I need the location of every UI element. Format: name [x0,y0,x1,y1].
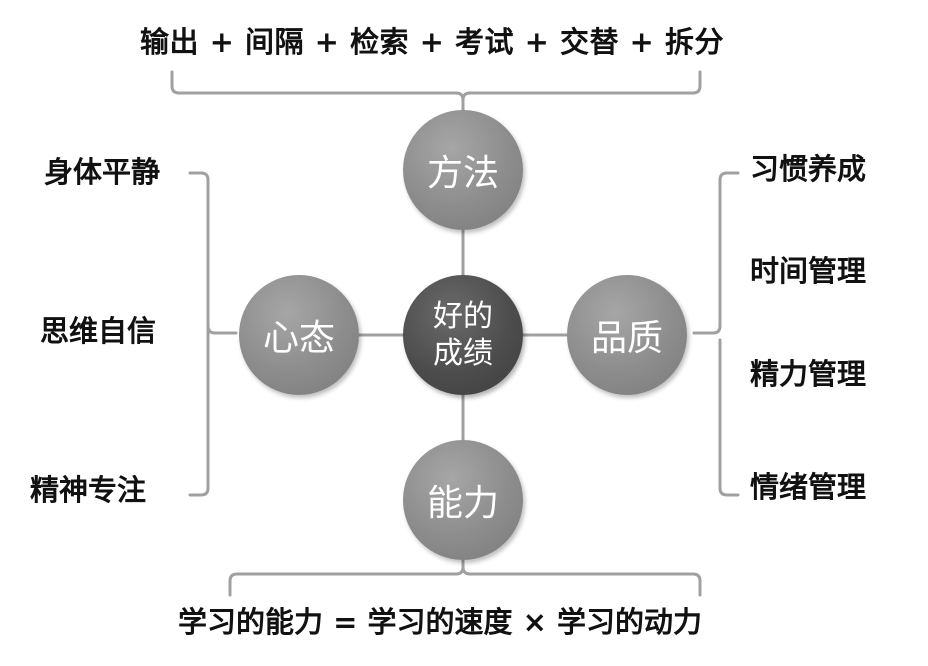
right-item-time-management: 时间管理 [750,254,867,288]
node-ability-label: 能力 [426,483,499,524]
right-item-emotion-management: 情绪管理 [750,470,867,504]
left-item-mind-confidence: 思维自信 [40,314,157,348]
left-item-body-calm: 身体平静 [44,155,161,189]
left-item-spirit-focus: 精神专注 [30,473,147,507]
node-mindset: 心态 [239,275,359,395]
node-ability: 能力 [403,440,523,560]
right-item-energy-management: 精力管理 [750,357,867,391]
right-item-habit: 习惯养成 [750,152,867,186]
node-mindset-label: 心态 [262,318,335,359]
bottom-formula: 学习的能力 = 学习的速度 × 学习的动力 [178,605,702,639]
node-quality-label: 品质 [590,318,663,359]
right-bracket [692,171,740,497]
node-method: 方法 [403,110,523,230]
center-line2: 成绩 [433,336,493,371]
top-formula: 输出 + 间隔 + 检索 + 考试 + 交替 + 拆分 [140,25,724,59]
node-good-grades: 好的 成绩 [403,275,523,395]
bottom-bracket [228,558,702,597]
top-bracket [170,70,702,112]
node-quality: 品质 [567,275,687,395]
node-method-label: 方法 [426,153,499,194]
left-bracket [188,171,238,497]
center-line1: 好的 [433,298,493,334]
